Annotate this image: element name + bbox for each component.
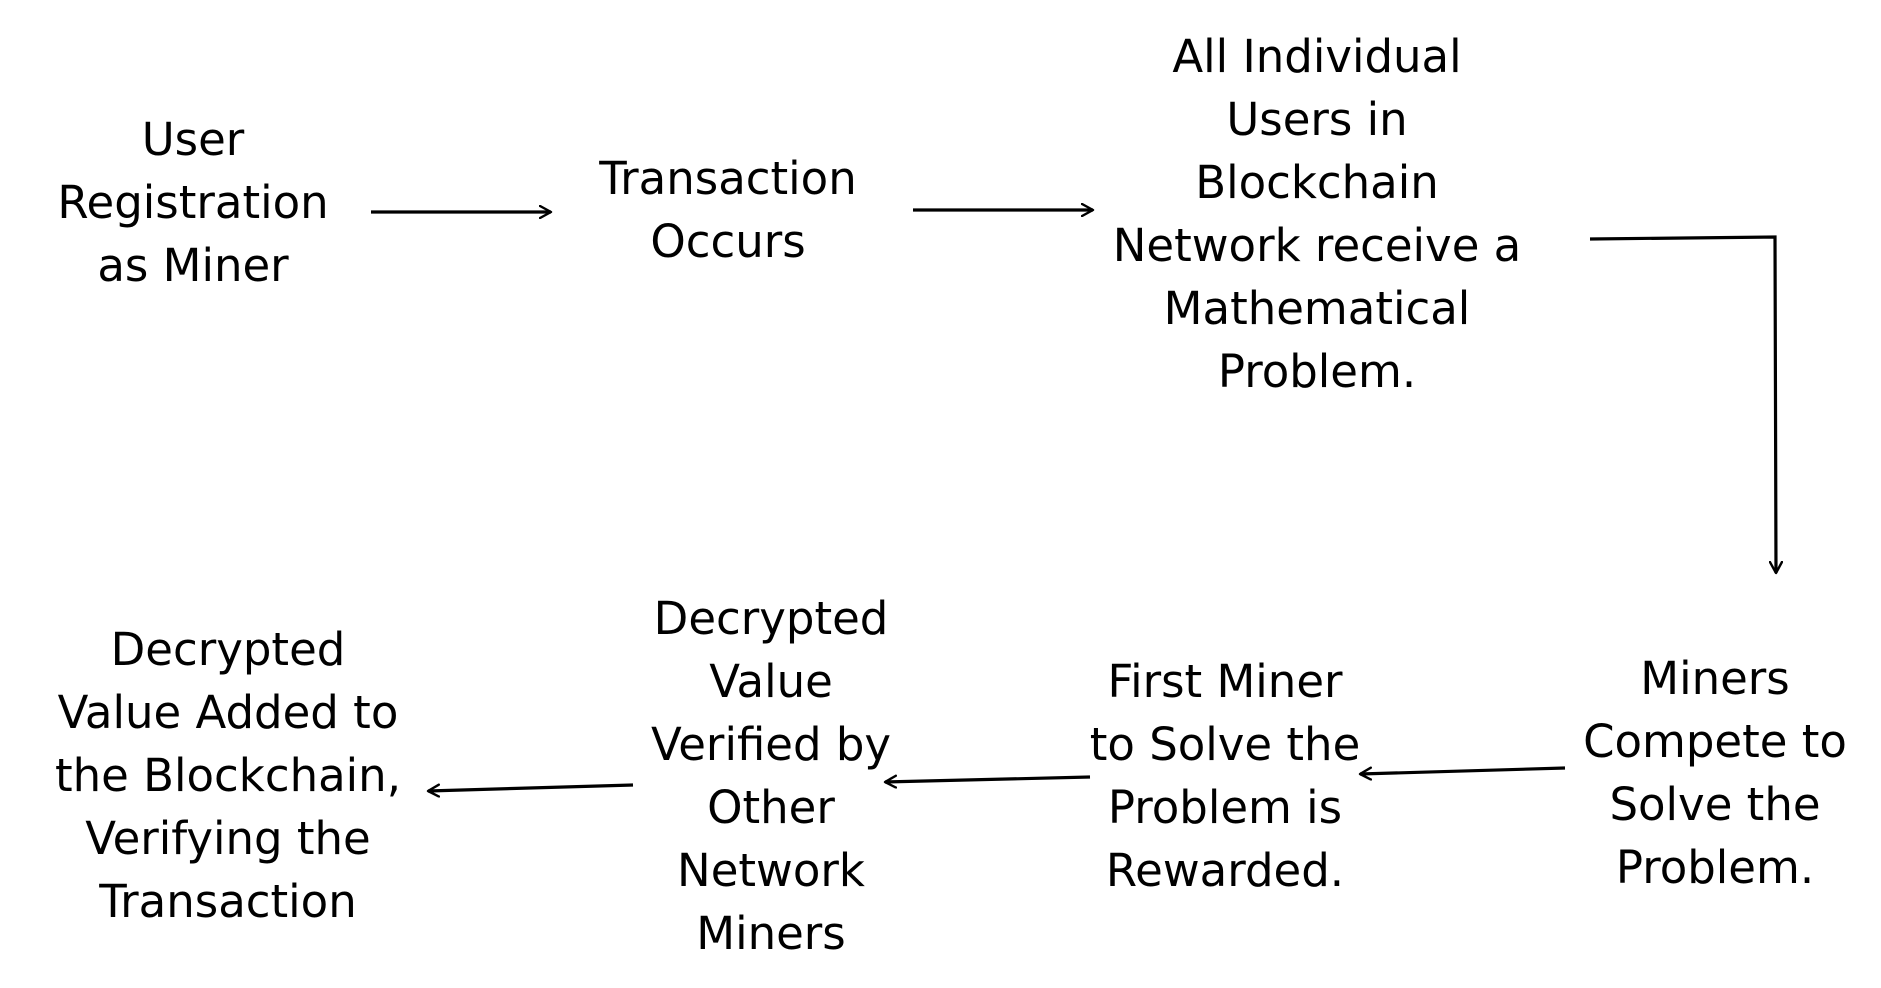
step-line: Value Added to	[57, 686, 399, 739]
step-line: Decrypted	[653, 592, 889, 645]
step-user-registration: User Registration as Miner	[57, 108, 328, 297]
step-miners-compete: Miners Compete to Solve the Problem.	[1583, 647, 1847, 899]
step-line: Transaction	[99, 875, 357, 928]
step-line: Blockchain	[1195, 156, 1439, 209]
step-line: Problem is	[1107, 781, 1343, 834]
step-line: Verifying the	[85, 812, 371, 865]
step-line: to Solve the	[1089, 718, 1361, 771]
step-line: the Blockchain,	[54, 749, 402, 802]
step-line: as Miner	[97, 239, 289, 292]
step-line: Decrypted	[110, 623, 346, 676]
step-line: Mathematical	[1163, 282, 1471, 335]
arrow-rewarded-to-verified	[885, 777, 1091, 782]
step-line: Value	[709, 655, 833, 708]
step-line: Users in	[1226, 93, 1408, 146]
step-line: Solve the	[1609, 778, 1821, 831]
step-line: Verified by	[650, 718, 892, 771]
step-line: Miners	[696, 907, 846, 960]
arrow-problem-to-compete	[1589, 235, 1776, 573]
step-value-added: Decrypted Value Added to the Blockchain,…	[55, 618, 401, 933]
step-line: Network receive a	[1112, 219, 1522, 272]
step-line: Transaction	[599, 152, 857, 205]
arrow-verified-to-added	[428, 783, 634, 791]
step-first-miner-rewarded: First Miner to Solve the Problem is Rewa…	[1090, 650, 1361, 902]
step-line: Miners	[1640, 652, 1790, 705]
step-line: Problem.	[1615, 841, 1815, 894]
step-line: Occurs	[650, 215, 806, 268]
step-line: Other	[707, 781, 835, 834]
step-line: Network	[677, 844, 865, 897]
step-users-receive-problem: All Individual Users in Blockchain Netwo…	[1113, 25, 1522, 403]
step-value-verified: Decrypted Value Verified by Other Networ…	[651, 587, 891, 965]
step-line: First Miner	[1107, 655, 1343, 708]
step-line: Registration	[57, 176, 329, 229]
step-line: Problem.	[1217, 345, 1417, 398]
step-line: User	[141, 113, 245, 166]
step-transaction-occurs: Transaction Occurs	[599, 147, 856, 273]
step-line: Compete to	[1583, 715, 1847, 768]
step-line: All Individual	[1172, 30, 1462, 83]
arrow-compete-to-rewarded	[1360, 766, 1566, 774]
step-line: Rewarded.	[1105, 844, 1345, 897]
